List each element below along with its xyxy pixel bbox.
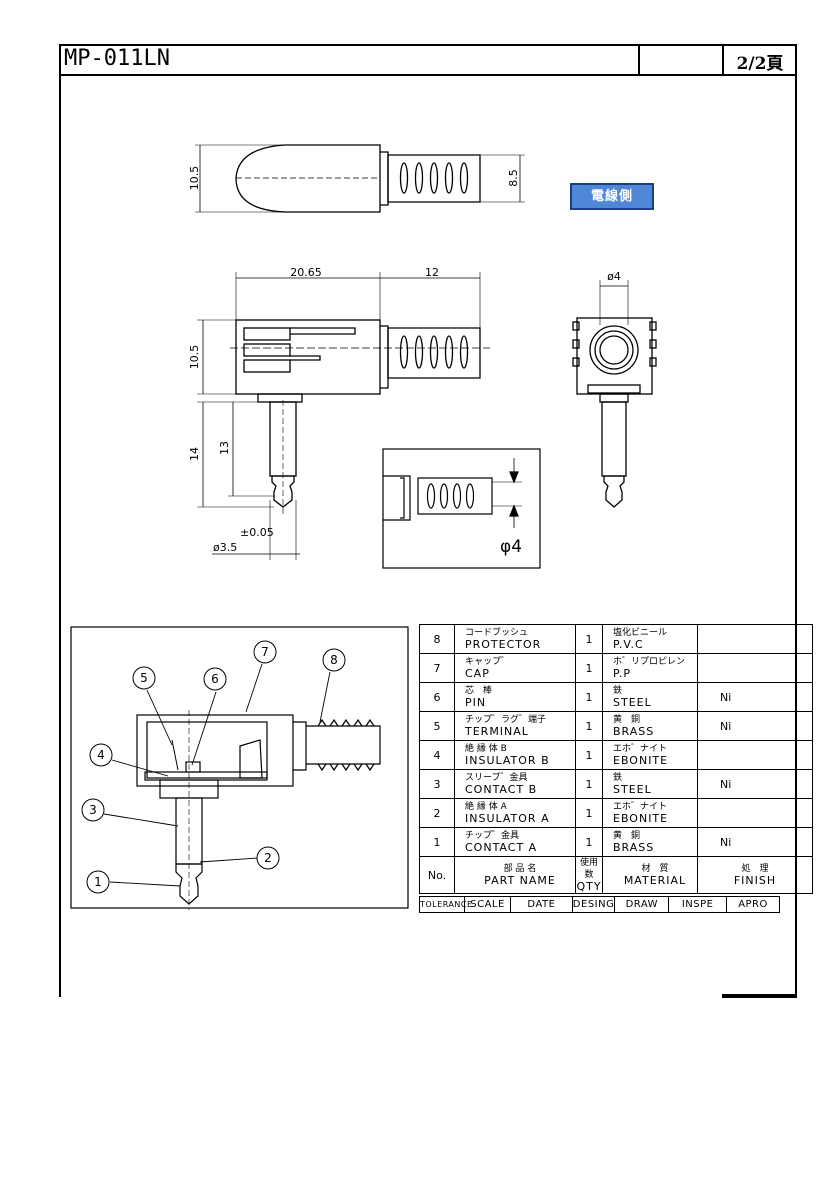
approval-row: TOLERANCE SCALE DATE DESING DRAW INSPE A… xyxy=(419,896,780,913)
callout-5: 5 xyxy=(140,671,148,685)
dim-end-diameter: ø4 xyxy=(607,270,621,283)
callout-2: 2 xyxy=(264,851,272,865)
bom-qty: 1 xyxy=(575,740,603,770)
bom-qty: 1 xyxy=(575,624,603,654)
bom-qty: 1 xyxy=(575,769,603,799)
approval-cell: TOLERANCE xyxy=(419,897,472,912)
end-view xyxy=(572,280,657,508)
approval-cell: DATE xyxy=(510,897,572,912)
dim-bush-length: 12 xyxy=(425,266,439,279)
bom-no: 2 xyxy=(419,798,455,828)
title-blank-cell xyxy=(638,44,722,76)
bom-finish xyxy=(697,740,813,770)
page-number: 2/2頁 xyxy=(736,54,784,74)
bom-no: 7 xyxy=(419,653,455,683)
dim-plug-total: 14 xyxy=(188,447,201,461)
dim-plug-diameter: ø3.5 xyxy=(213,541,237,554)
approval-cell: APRO xyxy=(726,897,780,912)
dim-body-length: 20.65 xyxy=(290,266,322,279)
top-view xyxy=(195,144,525,213)
approval-cell: DRAW xyxy=(614,897,668,912)
frame-bottom-mark xyxy=(722,994,797,998)
callout-6: 6 xyxy=(211,672,219,686)
bom-qty: 1 xyxy=(575,682,603,712)
bom-qty: 1 xyxy=(575,711,603,741)
detail-diameter: φ4 xyxy=(500,537,522,557)
bom-qty: 1 xyxy=(575,653,603,683)
callout-7: 7 xyxy=(261,645,269,659)
dim-plug-length: 13 xyxy=(218,441,231,455)
bom-finish: Ni xyxy=(697,827,813,857)
callout-4: 4 xyxy=(97,748,105,762)
callout-leaders xyxy=(103,663,331,887)
bom-no: 4 xyxy=(419,740,455,770)
assembly-section xyxy=(70,626,409,910)
bom-header-no: No. xyxy=(419,856,455,894)
part-number: MP-011LN xyxy=(64,46,170,71)
bom-finish: Ni xyxy=(697,682,813,712)
bom-no: 3 xyxy=(419,769,455,799)
callout-3: 3 xyxy=(89,803,97,817)
detail-view xyxy=(382,448,541,569)
callouts: 1 2 3 4 5 6 7 8 xyxy=(81,640,346,894)
dim-top-bush: 8.5 xyxy=(507,169,520,187)
approval-cell: SCALE xyxy=(464,897,510,912)
callout-8: 8 xyxy=(330,653,338,667)
bom-no: 5 xyxy=(419,711,455,741)
bom-finish xyxy=(697,798,813,828)
bom-finish: Ni xyxy=(697,769,813,799)
approval-cell: DESING xyxy=(571,897,615,912)
bom-no: 8 xyxy=(419,624,455,654)
side-view xyxy=(197,272,490,560)
bom-no: 6 xyxy=(419,682,455,712)
callout-1: 1 xyxy=(94,875,102,889)
bom-no: 1 xyxy=(419,827,455,857)
cable-side-badge: 電線側 xyxy=(570,183,654,210)
bom-qty: 1 xyxy=(575,798,603,828)
page-cell xyxy=(722,44,797,76)
bom-finish: Ni xyxy=(697,711,813,741)
title-block xyxy=(59,44,797,76)
bom-part-name: キャップ゛CAP xyxy=(454,653,576,683)
dim-side-height: 10.5 xyxy=(188,345,201,370)
approval-cell: INSPE xyxy=(668,897,726,912)
dim-tolerance: ±0.05 xyxy=(240,526,274,539)
dim-top-height: 10.5 xyxy=(188,166,201,191)
bom-finish xyxy=(697,653,813,683)
bom-qty: 1 xyxy=(575,827,603,857)
bom-finish xyxy=(697,624,813,654)
